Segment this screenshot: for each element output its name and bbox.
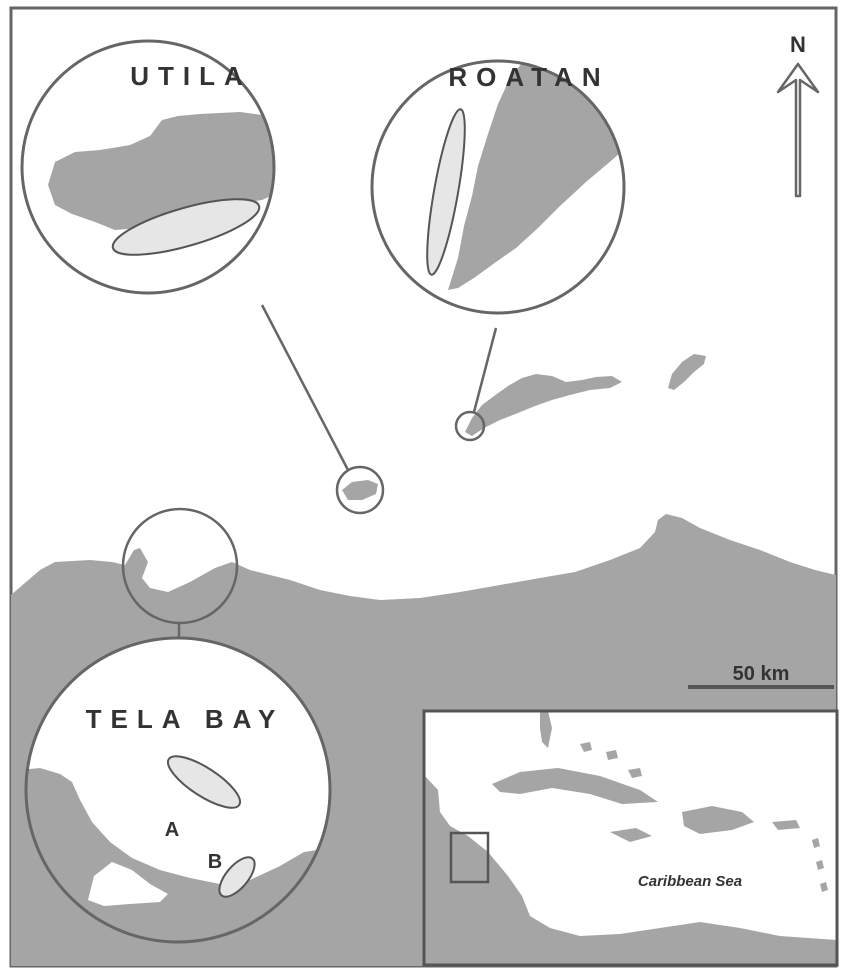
utila-title: UTILA — [130, 61, 252, 91]
locator-frame — [422, 709, 839, 967]
locator-florida — [540, 711, 552, 748]
locator-puerto-rico — [772, 820, 800, 830]
tela-site-a — [166, 755, 242, 809]
tela-bay-inset: TELA BAY A B — [24, 636, 332, 944]
utila-leader-line — [260, 304, 350, 471]
roatan-locator-circle — [454, 410, 486, 442]
utila-locator-circle — [335, 465, 385, 515]
roatan-title: ROATAN — [448, 62, 609, 92]
locator-study-area-box — [449, 831, 490, 884]
island-utila-main — [342, 480, 378, 500]
north-label: N — [790, 32, 806, 57]
utila-inset: UTILA — [20, 39, 276, 295]
roatan-study-site — [426, 108, 466, 276]
island-roatan-main — [465, 374, 622, 436]
island-guanaja — [668, 354, 706, 390]
tela-bay-title: TELA BAY — [86, 704, 285, 734]
locator-cuba — [492, 768, 658, 804]
locator-jamaica — [610, 828, 652, 842]
scale-bar: 50 km — [688, 663, 834, 689]
north-arrow-icon: N — [776, 32, 820, 198]
tela-site-b-label: B — [208, 851, 222, 873]
tela-site-b — [218, 856, 256, 898]
caribbean-locator-map: Caribbean Sea — [422, 709, 839, 967]
locator-mainland — [424, 775, 837, 965]
tela-site-a-label: A — [165, 819, 179, 841]
tela-bay-peninsula — [88, 862, 168, 906]
locator-lesser-antilles — [812, 838, 828, 892]
caribbean-sea-label: Caribbean Sea — [638, 873, 742, 890]
locator-bahamas — [580, 742, 642, 778]
utila-study-site — [111, 198, 261, 256]
locator-hispaniola — [682, 806, 754, 834]
roatan-leader-line — [472, 327, 498, 413]
scale-bar-label: 50 km — [733, 663, 790, 685]
